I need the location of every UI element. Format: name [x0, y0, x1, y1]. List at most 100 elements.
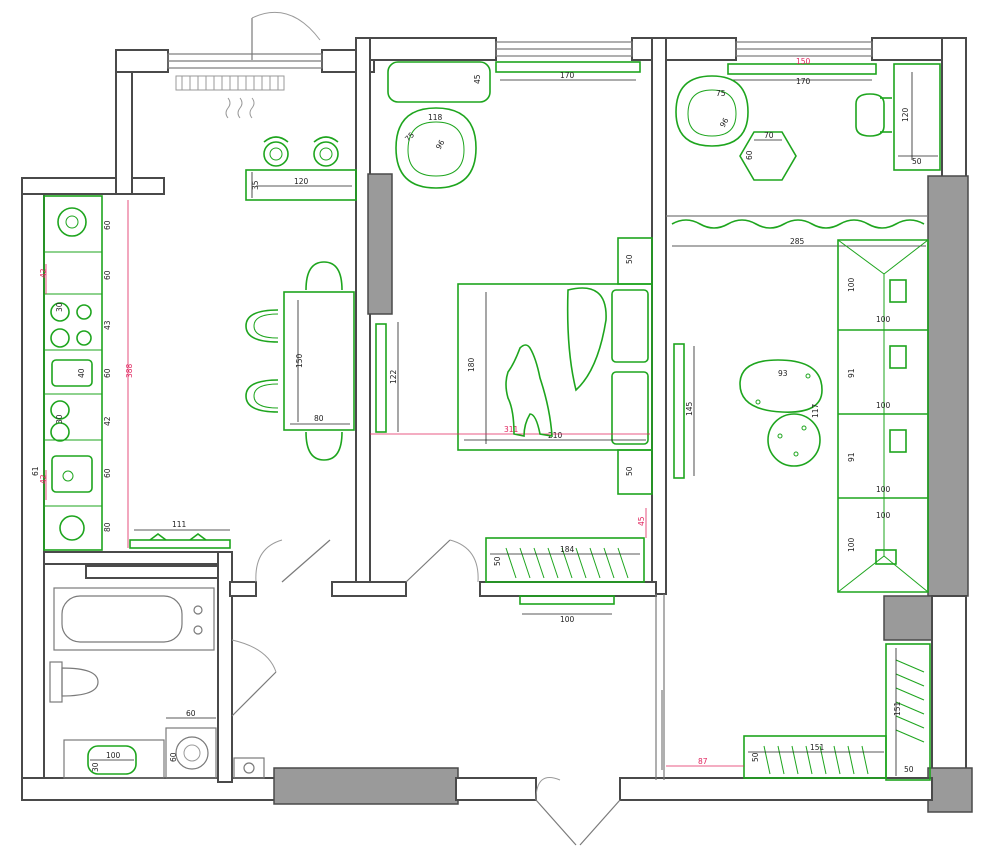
bar-counter: 120 35: [245, 169, 357, 201]
door-bedroom: [405, 539, 451, 583]
wall-bath-hall: [217, 551, 233, 783]
office-chair-icon: [855, 93, 885, 137]
dim-night-50a: 50: [625, 254, 634, 264]
dim-sofa-91a: 91: [847, 368, 856, 378]
dim-office-chair-75: 75: [716, 89, 726, 98]
coffee-tables: 93 117: [739, 359, 823, 467]
wall-kitchen-top-step: [21, 177, 165, 195]
wall-hall-top-c: [479, 581, 657, 597]
outer-walls: [21, 37, 973, 813]
wall-bedroom-column: [367, 173, 393, 315]
dim-dining-length: 150: [295, 353, 304, 368]
bathroom: 60 100 30 60: [49, 587, 265, 779]
double-bed: 180 210 311: [370, 283, 653, 451]
dim-kitchen-61: 61: [31, 466, 40, 476]
office-desk: 120 50: [855, 63, 941, 171]
dim-sofa-100c: 100: [876, 401, 891, 410]
wall-bottom-hatched: [273, 767, 459, 805]
dim-counter-60c: 60: [103, 368, 112, 378]
dim-bath-sink-100: 100: [106, 751, 121, 760]
dim-bed-storage-184: 184: [560, 545, 575, 554]
dim-bar-counter-depth: 35: [251, 180, 260, 190]
wall-bottom-a: [21, 777, 277, 801]
dim-red-42a: 42: [39, 268, 48, 278]
dim-dining-width: 80: [314, 414, 324, 423]
door-bathroom: [231, 671, 277, 717]
dim-office-chair-96: 96: [718, 116, 731, 129]
bar-stools: [263, 136, 339, 167]
bedroom-storage: 184 50 45: [485, 508, 647, 583]
kitchen-bench: 111: [129, 520, 231, 549]
dim-office-table-60: 60: [745, 150, 754, 160]
dim-sink-40: 40: [77, 368, 86, 378]
dim-bath-60b: 60: [169, 752, 178, 762]
toilet: [49, 661, 99, 703]
dim-living-285: 285: [790, 237, 805, 246]
dim-bath-60: 60: [186, 709, 196, 718]
wall-top-d: [631, 37, 737, 61]
dim-office-table-70: 70: [764, 131, 774, 140]
wall-right-top: [941, 37, 967, 179]
pillow-icon: [611, 289, 649, 363]
dim-bed-chair-118: 118: [428, 113, 443, 122]
dim-living-145: 145: [685, 401, 694, 416]
dim-living-151a: 151: [893, 701, 902, 716]
dim-sofa-91b: 91: [847, 452, 856, 462]
bedroom: 45 170 118 75 96 50 50 180 210: [370, 61, 653, 583]
dim-coffee-117: 117: [811, 403, 820, 418]
dim-counter-60d: 60: [103, 468, 112, 478]
dim-bed-chair-96: 96: [434, 138, 447, 151]
wall-kitchen-bath: [43, 551, 231, 565]
toilet-icon: [61, 667, 99, 697]
sofa-cushion-icon: [889, 279, 907, 303]
living-room: 100 100 91 100 91 100 100 100 93 117 145: [666, 239, 931, 781]
dim-living-50b: 50: [904, 765, 914, 774]
dim-night-50b: 50: [625, 466, 634, 476]
washing-machine-icon: [175, 736, 209, 770]
hall-meter: [233, 757, 265, 779]
office-hex-table: 70 60: [739, 131, 797, 181]
bedroom-bedside-tables: 50 50: [617, 237, 653, 495]
office-armchair: 75 96: [675, 75, 749, 147]
dim-bedroom-122: 122: [389, 369, 398, 384]
bathroom-sink-counter: 100 30: [63, 739, 165, 779]
door-kitchen: [281, 539, 331, 583]
dim-bed-top-170: 170: [560, 71, 575, 80]
wall-bottom-b: [455, 777, 537, 801]
bathtub: [53, 587, 215, 651]
dim-hall-100: 100: [560, 615, 575, 624]
wall-top-c: [355, 37, 497, 61]
dim-coffee-93: 93: [778, 369, 788, 378]
office: 150 170 75 96 70 60 120 50 2: [671, 57, 941, 247]
dining-table: 150 80: [283, 291, 355, 431]
office-curtain: 285: [671, 219, 926, 247]
hallway: 100: [519, 595, 615, 624]
entrance-door-bottom: [535, 799, 577, 846]
dim-red-42b: 42: [39, 474, 48, 484]
dim-bed-length: 210: [548, 431, 563, 440]
wall-bottom-c: [619, 777, 933, 801]
dim-sofa-100e: 100: [876, 511, 891, 520]
dim-office-desk-50: 50: [912, 157, 922, 166]
interior-walls: [43, 37, 928, 783]
dining-chairs: [245, 261, 343, 461]
dim-bed-red-311: 311: [504, 425, 519, 434]
wall-right-hatched: [927, 175, 969, 597]
dim-office-desk-120: 120: [901, 107, 910, 122]
dim-kitchen-length: 388: [125, 363, 134, 378]
wall-top-a: [115, 49, 169, 73]
wall-hall-top-a: [229, 581, 257, 597]
sink-icon: [87, 745, 137, 775]
dim-counter-60b: 60: [103, 270, 112, 280]
dim-bed-storage-50: 50: [493, 556, 502, 566]
kitchen-counter: 60 60 43 60 42 60 80 30 40 30 42 42 61 3…: [31, 195, 134, 551]
dim-counter-80: 80: [103, 522, 112, 532]
kitchen-cooktop-icon: [50, 302, 70, 322]
dim-sofa-100a: 100: [847, 277, 856, 292]
blanket-icon: [566, 287, 607, 392]
wall-bedroom-living: [651, 37, 667, 595]
wall-right-bottom: [931, 595, 967, 787]
dim-bed-width: 180: [467, 357, 476, 372]
dim-sofa-100d: 100: [876, 485, 891, 494]
